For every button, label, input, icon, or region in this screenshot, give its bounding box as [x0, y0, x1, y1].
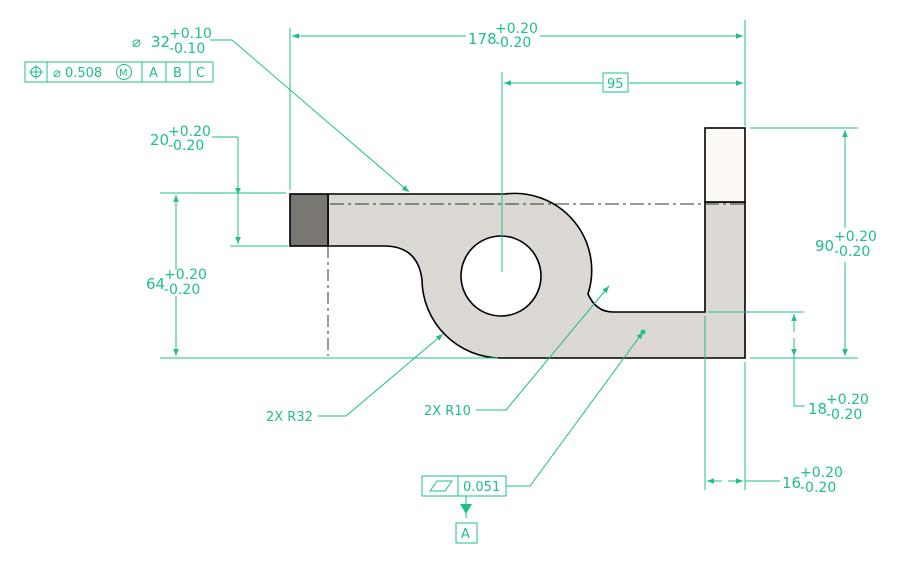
basic-95-box: [602, 72, 629, 93]
leader-r10: [476, 285, 610, 411]
dim-90-nominal: 90: [815, 237, 834, 255]
datum-a-triangle: [460, 504, 472, 514]
position-tolerance: ⌀ 0.508: [53, 66, 102, 81]
dim-16-lower-tol: -0.20: [800, 480, 836, 496]
dim-line-18-leader: [793, 356, 805, 407]
dim-20-nominal: 20: [150, 131, 169, 149]
dim-16-upper-tol: +0.20: [800, 465, 843, 481]
leader-flatness: [506, 331, 644, 487]
dim-20-upper-tol: +0.20: [168, 124, 211, 140]
dim-178-lower-tol: -0.20: [495, 35, 531, 51]
extension-lines: [160, 20, 858, 490]
dim-64-lower-tol: -0.20: [164, 282, 200, 298]
basic-95-value: 95: [607, 77, 624, 92]
dim-20-lower-tol: -0.20: [168, 138, 204, 154]
hole-diameter-symbol: ⌀: [132, 33, 141, 51]
hole: [460, 235, 542, 317]
flatness-tolerance: 0.051: [463, 480, 500, 495]
position-fcf: [24, 61, 214, 83]
flatness-fcf: [421, 475, 507, 497]
part-tab-top: [704, 127, 746, 203]
dim-90-upper-tol: +0.20: [834, 229, 877, 245]
datum-a-box: [455, 522, 478, 544]
dim-178-nominal: 178: [468, 30, 497, 48]
position-datum-a: A: [149, 66, 158, 81]
dim-64-upper-tol: +0.20: [164, 267, 207, 283]
leader-dot-flatness: [640, 329, 646, 335]
dim-18-upper-tol: +0.20: [826, 392, 869, 408]
dim-18-lower-tol: -0.20: [826, 407, 862, 423]
note-r10: 2X R10: [424, 404, 471, 419]
hole-diameter-upper-tol: +0.10: [169, 26, 212, 42]
hole-diameter-lower-tol: -0.10: [169, 41, 205, 57]
leader-r32: [318, 333, 444, 417]
datum-a-label: A: [461, 527, 470, 542]
position-modifier: M: [119, 68, 128, 79]
position-datum-b: B: [173, 66, 182, 81]
leader-hole: [210, 39, 410, 193]
note-r32: 2X R32: [266, 410, 313, 425]
dim-178-upper-tol: +0.20: [495, 21, 538, 37]
dim-18-nominal: 18: [808, 400, 827, 418]
hole-diameter-nominal: 32: [151, 33, 170, 51]
dim-16-nominal: 16: [782, 474, 801, 492]
dim-64-nominal: 64: [146, 275, 165, 293]
position-datum-c: C: [196, 66, 205, 81]
section-end: [289, 193, 329, 247]
dim-90-lower-tol: -0.20: [834, 244, 870, 260]
